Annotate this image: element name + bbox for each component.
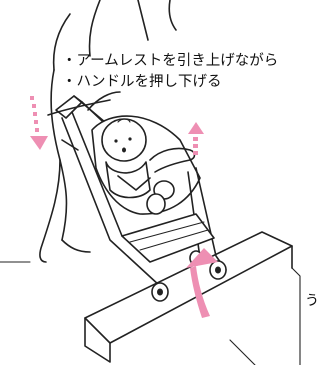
instruction-line-1: ・アームレストを引き上げながら: [62, 53, 279, 69]
up-arrow-icon: [188, 122, 204, 155]
down-arrow-icon: [30, 96, 48, 150]
up-arrow-icon: [186, 248, 218, 318]
instruction-line-2: ・ハンドルを押し下げる: [62, 74, 222, 90]
caregiver-illustration: [39, 0, 177, 263]
edge-text: う: [305, 293, 319, 309]
baby-illustration: [101, 118, 175, 215]
